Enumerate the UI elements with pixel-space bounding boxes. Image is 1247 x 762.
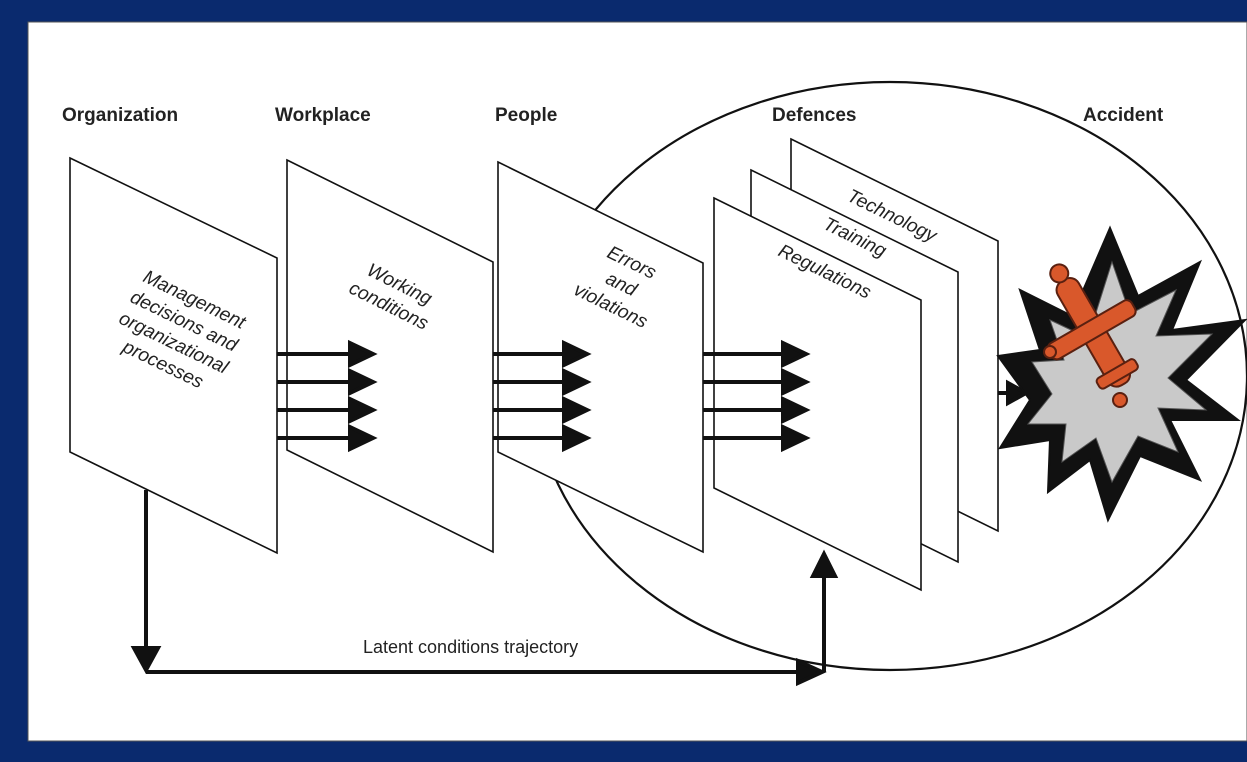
- header-organization: Organization: [62, 105, 178, 126]
- organization-panel: [69, 156, 278, 555]
- header-workplace: Workplace: [275, 105, 371, 126]
- arrow-to-accident: [998, 379, 1031, 407]
- arrows-workplace-to-people: [493, 339, 592, 453]
- arrows-organization-to-workplace: [277, 339, 378, 453]
- arrows-people-to-defences: [703, 339, 811, 453]
- header-people: People: [495, 105, 557, 126]
- trajectory-label: Latent conditions trajectory: [363, 637, 578, 657]
- latent-trajectory-path: [130, 490, 839, 687]
- header-defences: Defences: [772, 105, 857, 126]
- plane-crash-burst-icon: [996, 225, 1247, 523]
- regulations-panel: [713, 196, 922, 592]
- header-accident: Accident: [1083, 105, 1164, 126]
